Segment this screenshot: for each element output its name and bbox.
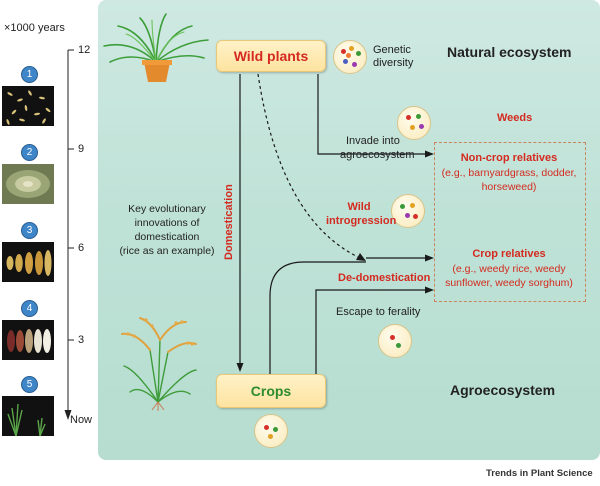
genetic-diversity-label: Genetic diversity xyxy=(373,44,414,69)
caption-line: Key evolutionary xyxy=(128,203,206,215)
crop-relatives-title: Crop relatives xyxy=(472,248,546,260)
step-badge-5: 5 xyxy=(21,376,38,393)
wild-introgression-label: Wild introgression xyxy=(326,201,397,227)
crops-diversity-circle xyxy=(254,414,288,448)
diagram-panel xyxy=(98,0,600,460)
step-badge-2: 2 xyxy=(21,144,38,161)
introgression-diversity-circle xyxy=(391,194,425,228)
ferality-diversity-circle xyxy=(378,324,412,358)
plant-architecture-photo xyxy=(2,396,54,436)
wild-plants-node: Wild plants xyxy=(216,40,326,72)
de-domestication-label: De-domestication xyxy=(338,272,431,284)
non-crop-relatives-examples: (e.g., barnyardgrass, dodder, horseweed) xyxy=(441,167,577,193)
crop-relatives-examples: (e.g., weedy rice, weedy sunflower, weed… xyxy=(445,263,573,289)
step-badge-3: 3 xyxy=(21,222,38,239)
weeds-diversity-circle xyxy=(397,106,431,140)
timeline-tick-9: 9 xyxy=(78,143,85,155)
natural-ecosystem-label: Natural ecosystem xyxy=(447,44,572,60)
timeline-unit: ×1000 years xyxy=(4,22,65,34)
caption-line: innovations of xyxy=(134,217,200,229)
non-crop-relatives-title: Non-crop relatives xyxy=(460,152,558,164)
grain-size-photo xyxy=(2,242,54,282)
journal-credit: Trends in Plant Science xyxy=(486,468,593,479)
weeds-category-box xyxy=(434,142,586,302)
escape-to-ferality-label: Escape to ferality xyxy=(336,306,421,318)
rice-plant-illustration xyxy=(121,317,197,411)
seed-dormancy-photo xyxy=(2,164,54,204)
domestication-label: Domestication xyxy=(223,184,235,260)
innovations-caption: Key evolutionary innovations of domestic… xyxy=(107,202,227,258)
timeline-tick-12: 12 xyxy=(78,44,91,56)
step-badge-4: 4 xyxy=(21,300,38,317)
genetic-diversity-circle xyxy=(333,40,367,74)
invade-label: Invade into agroecosystem xyxy=(340,135,415,161)
crops-node: Crops xyxy=(216,374,326,408)
timeline-tick-now: Now xyxy=(70,414,93,426)
weeds-label: Weeds xyxy=(497,112,533,124)
pericarp-color-photo xyxy=(2,320,54,360)
seed-shattering-photo xyxy=(2,86,54,126)
step-badge-1: 1 xyxy=(21,66,38,83)
timeline-tick-3: 3 xyxy=(78,334,85,346)
agroecosystem-label: Agroecosystem xyxy=(450,382,556,398)
caption-line: domestication xyxy=(134,231,200,243)
caption-line: (rice as an example) xyxy=(119,245,215,257)
wild-grass-pot-illustration xyxy=(103,13,209,82)
timeline-tick-6: 6 xyxy=(78,242,85,254)
